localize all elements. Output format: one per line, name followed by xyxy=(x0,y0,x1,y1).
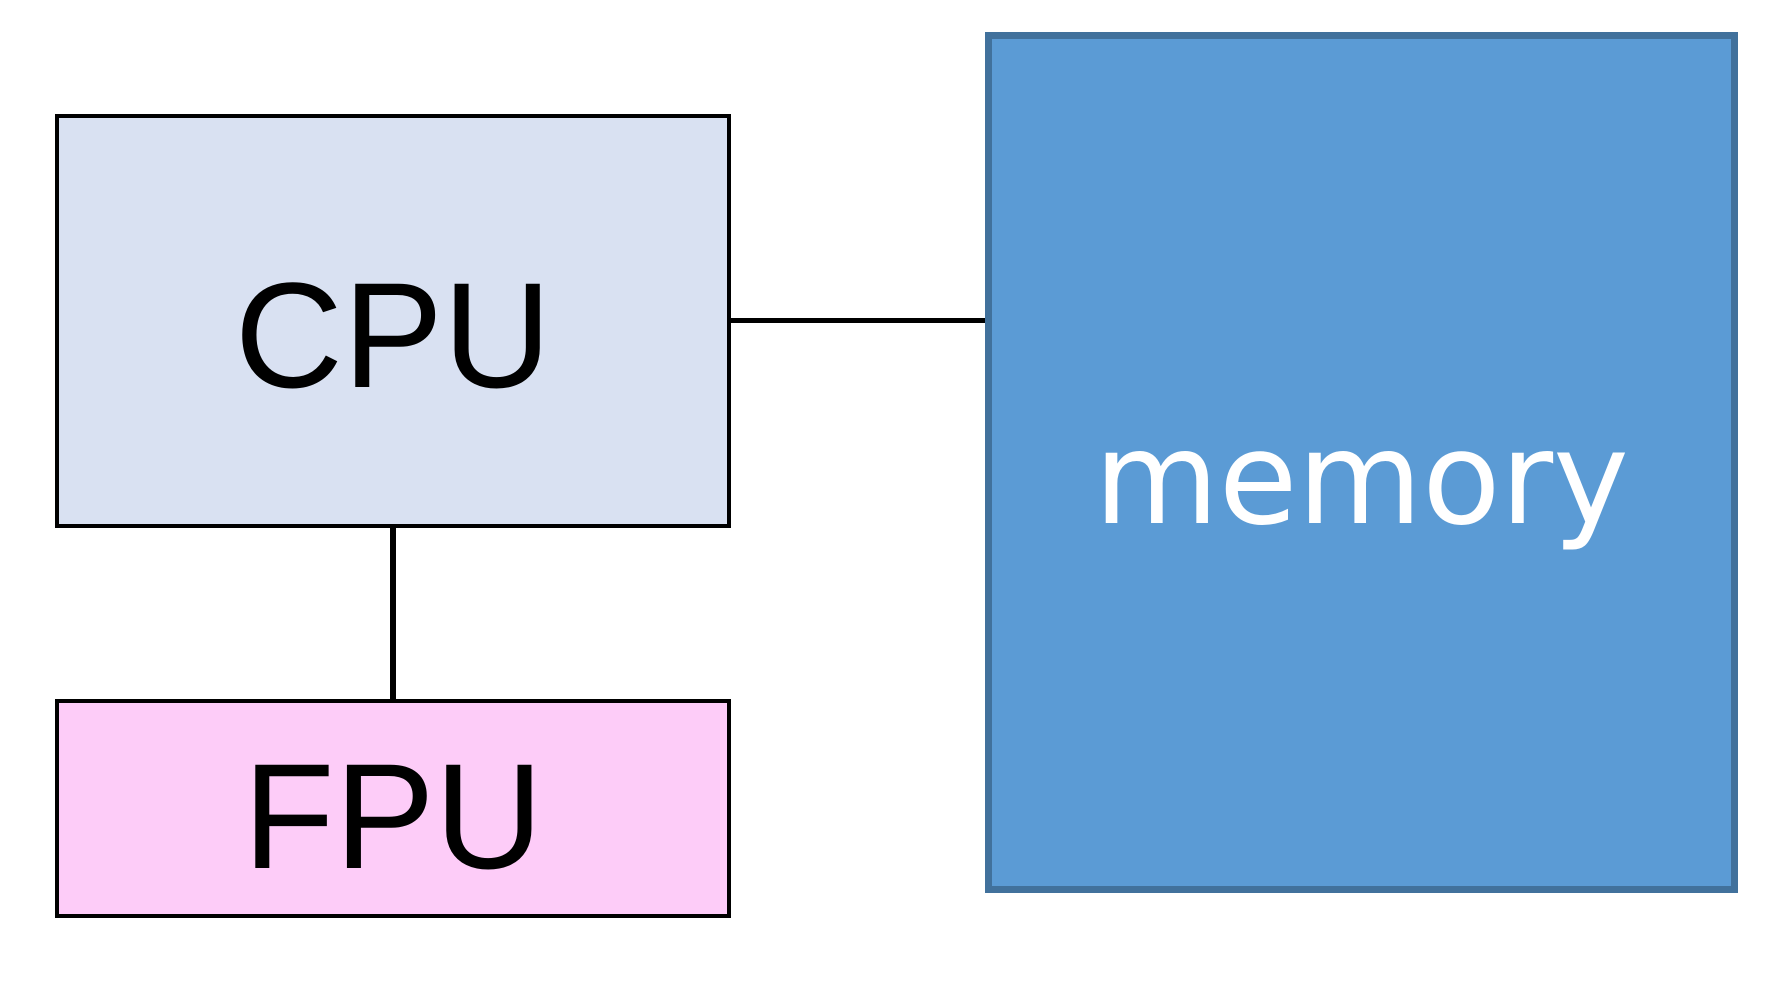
node-cpu: CPU xyxy=(55,114,731,528)
node-cpu-label: CPU xyxy=(234,251,552,419)
connector-cpu-fpu xyxy=(390,528,396,699)
node-fpu: FPU xyxy=(55,699,731,918)
connector-cpu-memory xyxy=(731,318,985,323)
node-memory: memory xyxy=(985,32,1738,893)
node-memory-label: memory xyxy=(1094,404,1629,554)
node-fpu-label: FPU xyxy=(243,731,543,900)
